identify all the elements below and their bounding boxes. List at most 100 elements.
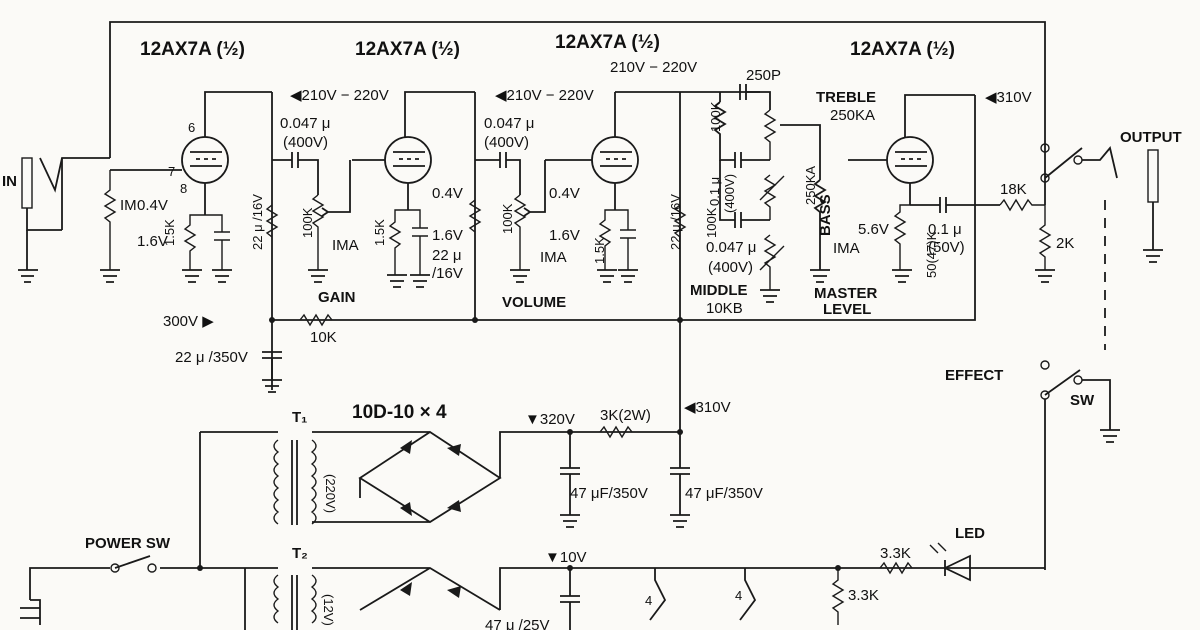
cathode-cap-value: 22 μ /16V <box>668 194 683 250</box>
input-label: IN <box>2 173 17 190</box>
cathode-resistor-value: 1.5K <box>372 219 387 246</box>
bias-upper: 0.4V <box>549 185 580 202</box>
voltage-label: ◀310V <box>684 399 731 416</box>
decoupling-network <box>262 313 683 393</box>
output-label: OUTPUT <box>1120 129 1182 146</box>
dropping-resistor-value: 3K(2W) <box>600 407 651 424</box>
bias-lower: 1.6V <box>549 227 580 244</box>
cathode-voltage: 5.6V <box>858 221 889 238</box>
decoupling-resistor-value: 10K <box>310 329 337 346</box>
low-voltage-section <box>560 554 971 630</box>
filter-cap-1-value: 47 μF/350V <box>570 485 648 502</box>
master-label: MASTER <box>814 285 878 302</box>
rectifier-diodes-label: 10D-10 × 4 <box>352 402 447 423</box>
tone-resistor-value: 100K <box>708 101 723 132</box>
pin-label: 8 <box>180 181 187 196</box>
tube-2-symbol <box>352 136 432 210</box>
bias-upper: 0.4V <box>137 197 168 214</box>
tube-1-title: 12AX7A (½) <box>140 39 245 60</box>
cathode-cap-value: 22 μ /16V <box>250 194 265 250</box>
plate-resistor-value: 100K <box>500 203 515 234</box>
led-resistor-value: 3.3K <box>880 545 911 562</box>
tube-2-title: 12AX7A (½) <box>355 39 460 60</box>
bass-cap-rating: (400V) <box>708 259 753 276</box>
power-switch[interactable] <box>110 555 157 573</box>
voltage-label: ◀210V − 220V <box>495 87 594 104</box>
master-pot-value: IMA <box>833 240 860 257</box>
tube-1-symbol <box>110 136 229 215</box>
voltage-label: 300V ▶ <box>163 313 214 330</box>
led-label: LED <box>955 525 985 542</box>
treble-cap-value: 250P <box>746 67 781 84</box>
effect-label: EFFECT <box>945 367 1003 384</box>
coupling-cap-value: 0.047 μ <box>484 115 534 132</box>
pin-label: 7 <box>168 164 175 179</box>
grid-resistor-value: IM <box>120 197 137 214</box>
transformer-2-secondary: (12V) <box>321 594 336 626</box>
tube-3-title: 12AX7A (½) <box>555 32 660 53</box>
level-label: LEVEL <box>823 301 871 318</box>
treble-label: TREBLE <box>816 89 876 106</box>
stage-4-components <box>892 140 1055 283</box>
mid-cap-value: 0.1 μ <box>707 177 722 206</box>
dropping-resistor <box>599 425 633 439</box>
decoupling-cap-value: 22 μ /350V <box>175 349 248 366</box>
bias-upper: 0.4V <box>432 185 463 202</box>
transformer-1-label: T₁ <box>292 409 307 426</box>
power-transformer-2 <box>29 565 1045 630</box>
output-switch[interactable] <box>1040 143 1118 183</box>
gain-label: GAIN <box>318 289 356 306</box>
output-jack[interactable] <box>1143 149 1163 263</box>
pin-label: 4 <box>645 593 652 608</box>
bridge-diodes <box>400 440 461 516</box>
pin-label: 4 <box>735 588 742 603</box>
voltage-label: 210V − 220V <box>610 59 697 76</box>
plate-resistor-value: 100K <box>704 207 719 238</box>
plate-resistor-value: 100K <box>300 207 315 238</box>
coupling-cap-value: 0.047 μ <box>280 115 330 132</box>
bass-label: BASS <box>817 194 834 236</box>
stage-3-components <box>597 204 687 283</box>
tube-3-symbol <box>545 92 639 210</box>
effect-switch[interactable] <box>1040 360 1120 570</box>
cathode-cap-value: 22 μ <box>432 247 462 264</box>
low-voltage-cap-value: 47 μ /25V <box>485 617 550 630</box>
middle-label: MIDDLE <box>690 282 748 299</box>
volume-pot-value: IMA <box>540 249 567 266</box>
voltage-label: ▼10V <box>545 549 587 566</box>
sw-label: SW <box>1070 392 1095 409</box>
series-resistor-value: 18K <box>1000 181 1027 198</box>
filter-caps <box>560 429 690 528</box>
input-jack[interactable] <box>18 157 110 283</box>
voltage-label: ◀210V − 220V <box>290 87 389 104</box>
volume-label: VOLUME <box>502 294 566 311</box>
tube-4-title: 12AX7A (½) <box>850 39 955 60</box>
transformer-2-label: T₂ <box>292 545 308 562</box>
tone-stack <box>713 84 830 303</box>
gain-pot-value: IMA <box>332 237 359 254</box>
filter-cap-2-value: 47 μF/350V <box>685 485 763 502</box>
voltage-label: ▼320V <box>525 411 575 428</box>
pin-label: 6 <box>188 120 195 135</box>
output-cap-value: 0.1 μ <box>928 221 962 238</box>
bias-lower: 1.6V <box>137 233 168 250</box>
bass-cap-value: 0.047 μ <box>706 239 756 256</box>
bias-lower: 1.6V <box>432 227 463 244</box>
cathode-resistor-value: 50(47)K <box>924 231 939 278</box>
mid-cap-rating: (400V) <box>722 174 737 213</box>
transformer-1-secondary: (220V) <box>323 474 338 513</box>
power-plug <box>20 599 41 625</box>
treble-pot-value: 250KA <box>830 107 875 124</box>
coupling-cap-rating: (400V) <box>283 134 328 151</box>
stage-2-components <box>387 152 546 288</box>
indicator-resistor-value: 3.3K <box>848 587 879 604</box>
middle-pot-value: 10KB <box>706 300 743 317</box>
cathode-resistor-value: 1.5K <box>162 219 177 246</box>
power-transformer-1 <box>199 430 680 568</box>
power-switch-label: POWER SW <box>85 535 171 552</box>
stage-1-components <box>100 152 351 283</box>
cathode-cap-rating: /16V <box>432 265 463 282</box>
bass-pot-value: 250KA <box>803 166 818 205</box>
